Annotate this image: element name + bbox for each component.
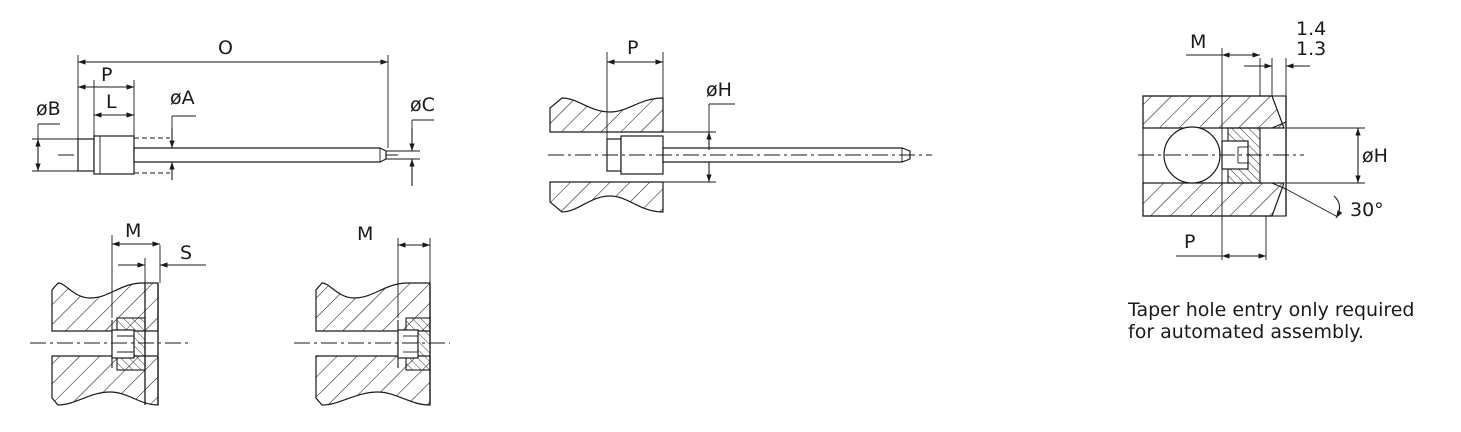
installed-flush-view: M S	[30, 220, 206, 406]
dim-L-label: L	[106, 91, 117, 113]
dim-1.3-label: 1.3	[1296, 38, 1326, 60]
dim-P-label: P	[101, 64, 112, 86]
dim-1.4-label: 1.4	[1296, 18, 1326, 40]
note-line-2: for automated assembly.	[1128, 321, 1364, 343]
dim-H-label: øH	[1362, 145, 1388, 167]
dim-S-label: S	[180, 242, 192, 264]
dim-angle-label: 30°	[1350, 199, 1384, 221]
dim-M-label: M	[125, 220, 141, 242]
note-line-1: Taper hole entry only required	[1127, 299, 1415, 321]
dim-C-label: øC	[410, 94, 435, 116]
dim-M-label: M	[1190, 31, 1206, 53]
dim-M-label: M	[357, 223, 373, 245]
pin-view: O P L øA øB øC	[32, 37, 435, 186]
installed-recessed-view: M	[294, 223, 450, 406]
dim-P-label: P	[627, 37, 638, 59]
installed-pin-view: P øH	[548, 37, 932, 213]
dim-A-label: øA	[170, 87, 195, 109]
dim-P-label: P	[1184, 231, 1195, 253]
dim-B-label: øB	[36, 98, 61, 120]
taper-entry-view: M 1.4 1.3 øH 30° P	[1138, 18, 1388, 260]
dim-H-label: øH	[706, 79, 732, 101]
dim-O-label: O	[218, 37, 233, 59]
